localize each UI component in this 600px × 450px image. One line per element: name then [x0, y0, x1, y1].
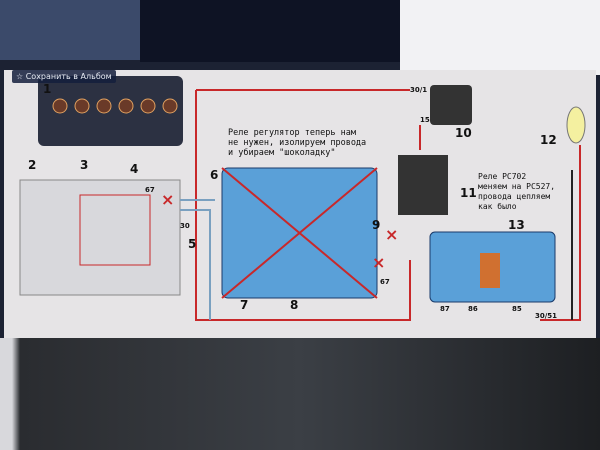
regulator-note: Реле регулятор теперь нам не нужен, изол… [228, 128, 367, 158]
label-6: 6 [210, 168, 219, 182]
battery [38, 76, 183, 146]
terminal-30-1: 30/1 [410, 86, 428, 94]
terminal-30: 30 [180, 222, 190, 230]
label-5: 5 [188, 237, 197, 251]
label-13: 13 [508, 218, 525, 232]
star-icon: ☆ [16, 72, 26, 81]
label-8: 8 [290, 298, 299, 312]
terminal-67-generator: 67 [145, 186, 155, 194]
label-2: 2 [28, 158, 37, 172]
svg-text:×: × [161, 190, 174, 209]
label-9: 9 [372, 218, 381, 232]
fuse-box [398, 155, 448, 215]
label-10: 10 [455, 126, 472, 140]
terminal-85: 85 [512, 305, 522, 313]
warning-lamp [566, 106, 586, 144]
terminal-86: 86 [468, 305, 478, 313]
engine-photo [0, 338, 600, 450]
background-window-dark [140, 0, 400, 62]
svg-text:×: × [372, 253, 385, 272]
terminal-67-regulator: 67 [380, 278, 390, 286]
background-window-light [400, 0, 600, 75]
terminal-87: 87 [440, 305, 450, 313]
background-window [0, 0, 140, 60]
label-7: 7 [240, 298, 249, 312]
terminal-30-51: 30/51 [535, 312, 558, 320]
ignition-switch [430, 85, 472, 125]
label-4: 4 [130, 162, 139, 176]
relay-note: Реле РС702 меняем на РС527, провода цепл… [478, 172, 556, 211]
generator [19, 179, 181, 296]
label-3: 3 [80, 158, 89, 172]
label-11: 11 [460, 186, 477, 200]
svg-text:×: × [385, 225, 398, 244]
save-to-album-button[interactable]: ☆ Сохранить в Альбом [12, 70, 116, 83]
label-12: 12 [540, 133, 557, 147]
wires [195, 89, 581, 321]
terminal-15: 15 [420, 116, 430, 124]
label-1: 1 [43, 82, 52, 96]
